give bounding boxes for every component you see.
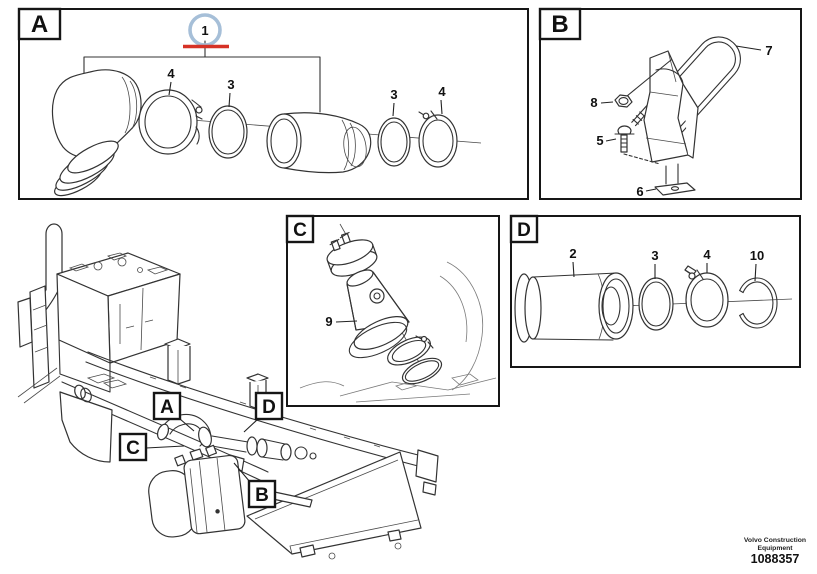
part-label-3: 3: [227, 77, 234, 92]
part-label-4: 4: [703, 247, 711, 262]
panel-d-label: D: [517, 220, 531, 241]
exhaust-bracket-drawing: [626, 50, 699, 185]
panel-a-border: [18, 8, 529, 200]
cone-pipe-drawing: [346, 269, 410, 359]
machine-background-drawing: [299, 261, 497, 403]
brand-text-line2: Equipment: [757, 545, 793, 552]
snap-ring-drawing: [739, 277, 778, 329]
panel-b: B 7 8: [538, 7, 802, 200]
callout-box-d: D: [243, 391, 284, 433]
chassis-callout-c: C: [126, 438, 140, 459]
elbow-duct-drawing: [51, 69, 142, 197]
part-label-7: 7: [765, 43, 772, 58]
part-label-5: 5: [596, 133, 603, 148]
panel-a-label-box: [17, 7, 62, 41]
seal-ring-right-drawing: [377, 117, 411, 167]
part-label-10: 10: [750, 248, 764, 263]
callout-bracket-line: [83, 56, 321, 113]
part-label-8: 8: [590, 95, 597, 110]
flange-bolt-drawing: [614, 125, 661, 165]
panel-d-label-box: [509, 214, 539, 244]
label-leader: [335, 320, 358, 323]
label-leader: [572, 261, 575, 278]
panel-c-label-box: [285, 214, 315, 244]
engine-package-drawing: [17, 252, 181, 393]
v-clamp-right-drawing: [418, 110, 458, 168]
part-label-4: 4: [438, 84, 446, 99]
seal-ring-drawing: [638, 277, 674, 331]
label-leader: [735, 45, 762, 51]
callout-box-a: A: [152, 391, 195, 432]
callout-leader-b: [233, 462, 251, 483]
part-number: 1088357: [751, 552, 800, 566]
chassis-overview-drawing: A C D B: [17, 223, 439, 560]
callout-box-c: C: [118, 432, 185, 462]
panel-c-border: [286, 215, 500, 407]
frame-rail-drawing: [17, 351, 439, 496]
label-leader: [600, 101, 614, 104]
chassis-callout-d: D: [262, 397, 276, 418]
chassis-callout-a: A: [160, 397, 174, 418]
callout-leader-d: [243, 418, 259, 433]
label-leader: [754, 263, 757, 282]
v-clamp-left-drawing: [138, 89, 203, 155]
label-leader: [645, 188, 657, 192]
exhaust-piping-drawing: [156, 413, 317, 472]
label-leader: [605, 138, 617, 142]
brand-text-line1: Volvo Construction: [744, 537, 806, 544]
part-label-9: 9: [325, 314, 332, 329]
part-label-3: 3: [651, 248, 658, 263]
part-label-1: 1: [201, 23, 208, 38]
panel-a-label: A: [31, 11, 48, 38]
label-leader: [440, 99, 443, 115]
wing-plate-drawing: [246, 451, 422, 560]
label-leader: [228, 92, 231, 108]
callout-leader-c: [145, 445, 185, 449]
v-clamp-drawing: [684, 265, 729, 328]
part-label-3: 3: [390, 87, 397, 102]
panel-c: C 9: [285, 214, 500, 407]
panel-b-border: [539, 8, 802, 200]
part-label-4: 4: [167, 66, 175, 81]
v-clamp-lower-drawing: [387, 335, 434, 366]
seal-ring-left-drawing: [208, 105, 248, 159]
label-leader: [168, 81, 172, 96]
o-ring-drawing: [401, 357, 443, 385]
charge-pipe-drawing: [514, 272, 634, 343]
callout-box-b: B: [233, 462, 277, 509]
flange-nut-drawing: [614, 94, 633, 108]
muffler-drawing: [148, 444, 246, 538]
panel-c-label: C: [293, 220, 307, 241]
panel-b-label-box: [538, 7, 582, 41]
part-label-6: 6: [636, 184, 643, 199]
callout-leader-a: [179, 418, 195, 432]
band-clamp-drawing: [326, 231, 378, 277]
panel-a: A 1 4: [17, 7, 529, 200]
panel-b-label: B: [551, 11, 568, 38]
footer-block: Volvo Construction Equipment 1088357: [744, 537, 806, 566]
intermediate-pipe-drawing: [266, 112, 372, 174]
panel-d: D 2 3 4: [509, 214, 801, 368]
chassis-callout-b: B: [255, 485, 269, 506]
part-label-2: 2: [569, 246, 576, 261]
panel-d-border: [510, 215, 801, 368]
label-leader: [392, 102, 395, 117]
retainer-plate-drawing: [654, 182, 696, 196]
